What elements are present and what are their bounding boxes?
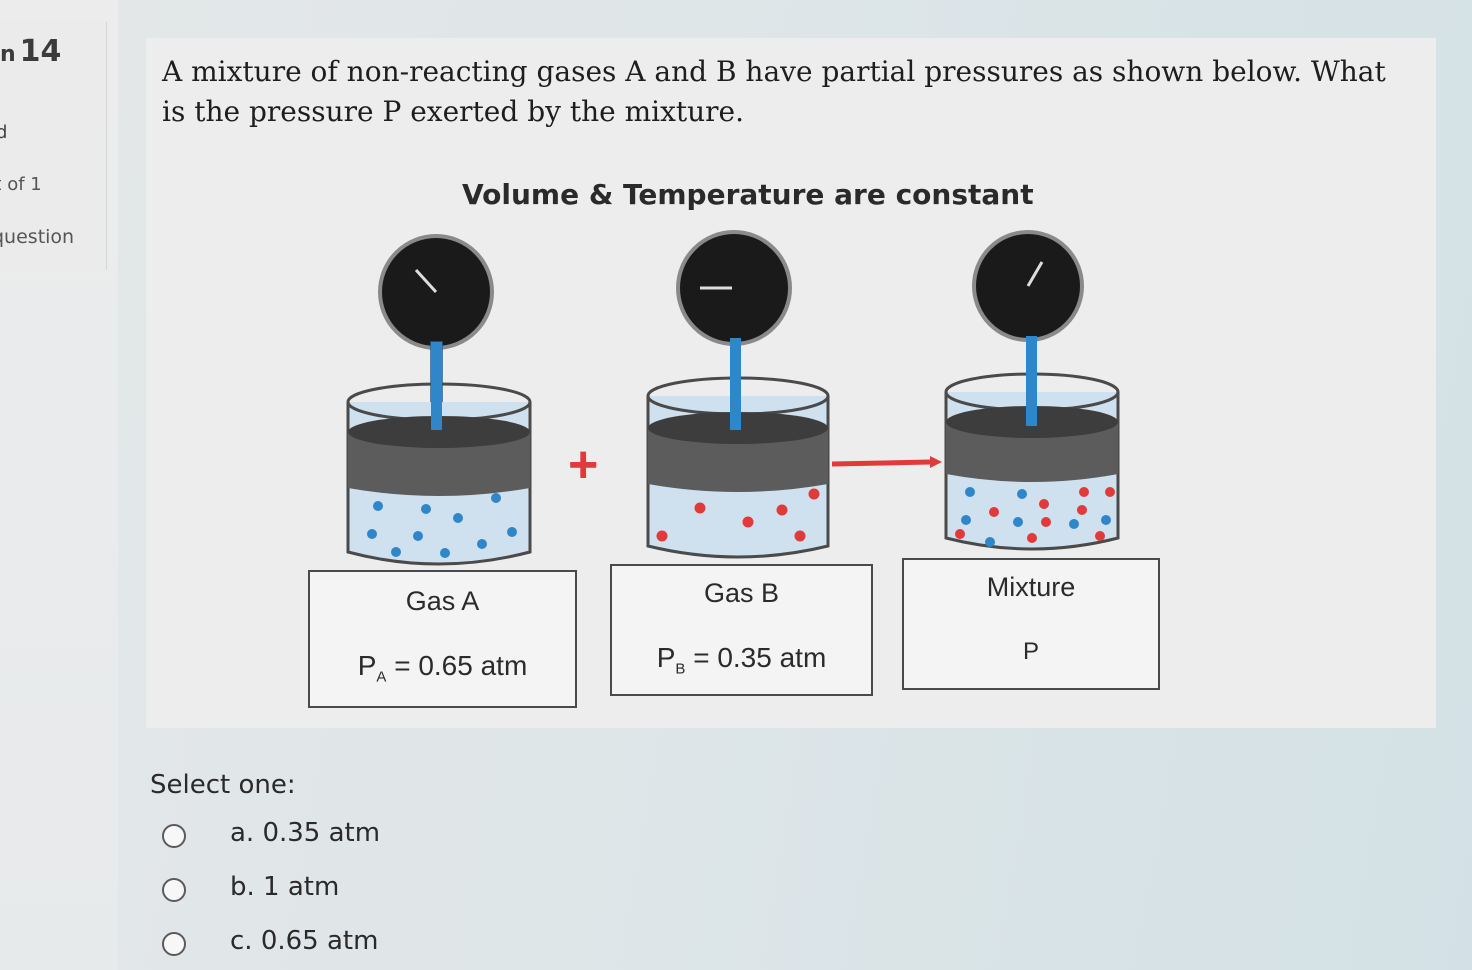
radio-button[interactable] bbox=[162, 878, 186, 902]
answer-option-label: c. 0.65 atm bbox=[230, 926, 379, 956]
flag-question-link[interactable]: question bbox=[0, 226, 75, 248]
mixture-label: Mixture bbox=[986, 572, 1076, 602]
question-prefix: n bbox=[0, 42, 16, 67]
mixture-box: Mixture P bbox=[902, 558, 1160, 690]
pressure-gauge-icon bbox=[676, 230, 792, 346]
radio-button[interactable] bbox=[162, 824, 186, 848]
cylinder-gas-b bbox=[646, 230, 830, 559]
mixture-pressure: P bbox=[1022, 638, 1039, 665]
answer-option-label: a. 0.35 atm bbox=[230, 818, 381, 848]
gas-a-label: Gas A bbox=[405, 586, 480, 616]
answer-option-label: b. 1 atm bbox=[230, 872, 340, 902]
gas-a-box: Gas A PA = 0.65 atm bbox=[308, 570, 577, 708]
question-text: A mixture of non-reacting gases A and B … bbox=[162, 55, 1386, 128]
gas-b-box: Gas B PB = 0.35 atm bbox=[610, 564, 873, 696]
gas-b-label: Gas B bbox=[703, 578, 780, 608]
question-mark: out of 1 bbox=[0, 174, 42, 195]
radio-button[interactable] bbox=[162, 932, 186, 956]
cylinder-gas-a bbox=[346, 234, 532, 566]
gas-a-particles bbox=[367, 493, 517, 558]
select-one-label: Select one: bbox=[150, 770, 296, 800]
question-status: d bbox=[0, 122, 8, 143]
cylinder-mixture bbox=[944, 230, 1120, 551]
mixture-particles bbox=[955, 487, 1115, 547]
gas-mixture-diagram: + bbox=[346, 230, 1120, 566]
gas-a-pressure: PA = 0.65 atm bbox=[357, 650, 528, 686]
gas-b-particles bbox=[656, 488, 820, 542]
arrow-icon bbox=[831, 456, 942, 468]
question-number-value: 14 bbox=[19, 34, 62, 69]
question-info-panel bbox=[0, 22, 107, 270]
diagram-title: Volume & Temperature are constant bbox=[462, 178, 1034, 211]
gas-b-pressure: PB = 0.35 atm bbox=[656, 642, 827, 678]
plus-operator: + bbox=[568, 436, 598, 494]
